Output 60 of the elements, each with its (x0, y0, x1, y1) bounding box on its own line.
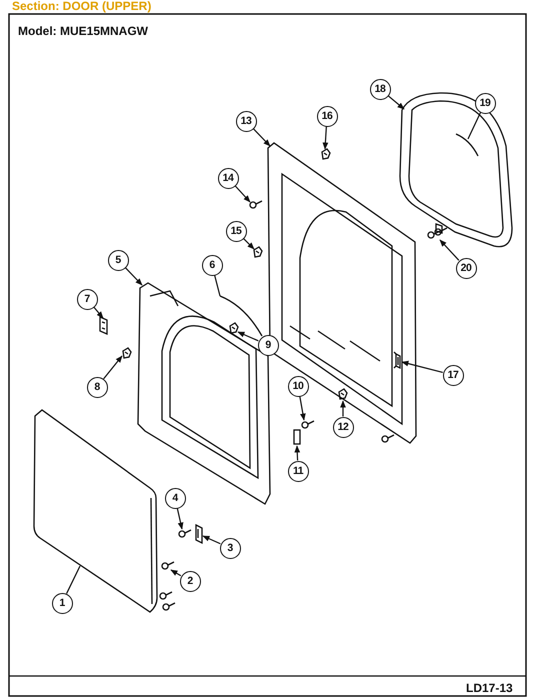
screw (249, 200, 263, 209)
leader-line (440, 239, 460, 261)
leader-line (170, 569, 182, 576)
callout-number: 3 (220, 538, 240, 558)
screw (301, 420, 315, 429)
leader-line (176, 508, 184, 530)
callout-number: 16 (316, 106, 338, 126)
leader-line (202, 535, 221, 544)
callout-number: 20 (456, 258, 476, 278)
leader-line (467, 112, 482, 140)
clip (253, 246, 263, 258)
outer-door-panel (33, 409, 158, 613)
screw-pair (427, 223, 448, 239)
leader-line (103, 355, 122, 380)
callout-number: 6 (202, 254, 222, 276)
clip (122, 347, 132, 359)
door-seal-wire (220, 295, 263, 336)
hinge (99, 316, 108, 335)
bracket (293, 429, 301, 445)
leader-line (234, 185, 250, 203)
callout-number: 7 (76, 288, 98, 310)
leader-line (322, 126, 328, 150)
leader-line (294, 445, 300, 461)
screw-set (159, 561, 176, 611)
callout-number: 1 (52, 592, 72, 614)
callout-number: 14 (218, 168, 238, 188)
callout-number: 13 (236, 110, 256, 132)
leader-line (388, 95, 405, 110)
door-outer-shell (399, 92, 513, 248)
leader-line (237, 331, 259, 342)
callout-number: 9 (258, 334, 278, 356)
callout-number: 8 (86, 376, 108, 398)
inner-door-frame (137, 282, 271, 505)
leader-line (243, 238, 254, 250)
drawing-number: LD17-13 (466, 681, 513, 695)
front-panel (267, 142, 417, 444)
callout-number: 4 (164, 488, 186, 508)
leader-line (252, 128, 270, 147)
bracket (195, 524, 203, 544)
clip (321, 148, 331, 160)
section-title: Section: DOOR (UPPER) (12, 0, 152, 13)
callout-number: 15 (226, 220, 246, 242)
callout-number: 19 (474, 92, 496, 114)
callout-number: 17 (442, 364, 464, 386)
leader-line (124, 267, 142, 286)
leader-line (401, 360, 443, 373)
callout-number: 2 (180, 570, 200, 592)
leader-line (93, 306, 104, 319)
screw (178, 529, 192, 538)
callout-number: 10 (288, 376, 308, 396)
leader-line (66, 566, 81, 594)
model-label: Model: MUE15MNAGW (18, 24, 148, 38)
callout-number: 18 (370, 78, 390, 100)
leader-line (299, 396, 306, 421)
leader-line (214, 275, 221, 296)
door-bumper (393, 351, 401, 370)
callout-number: 12 (332, 416, 354, 438)
leader-line (340, 400, 346, 416)
callout-number: 5 (108, 250, 128, 270)
callout-number: 11 (288, 460, 308, 482)
